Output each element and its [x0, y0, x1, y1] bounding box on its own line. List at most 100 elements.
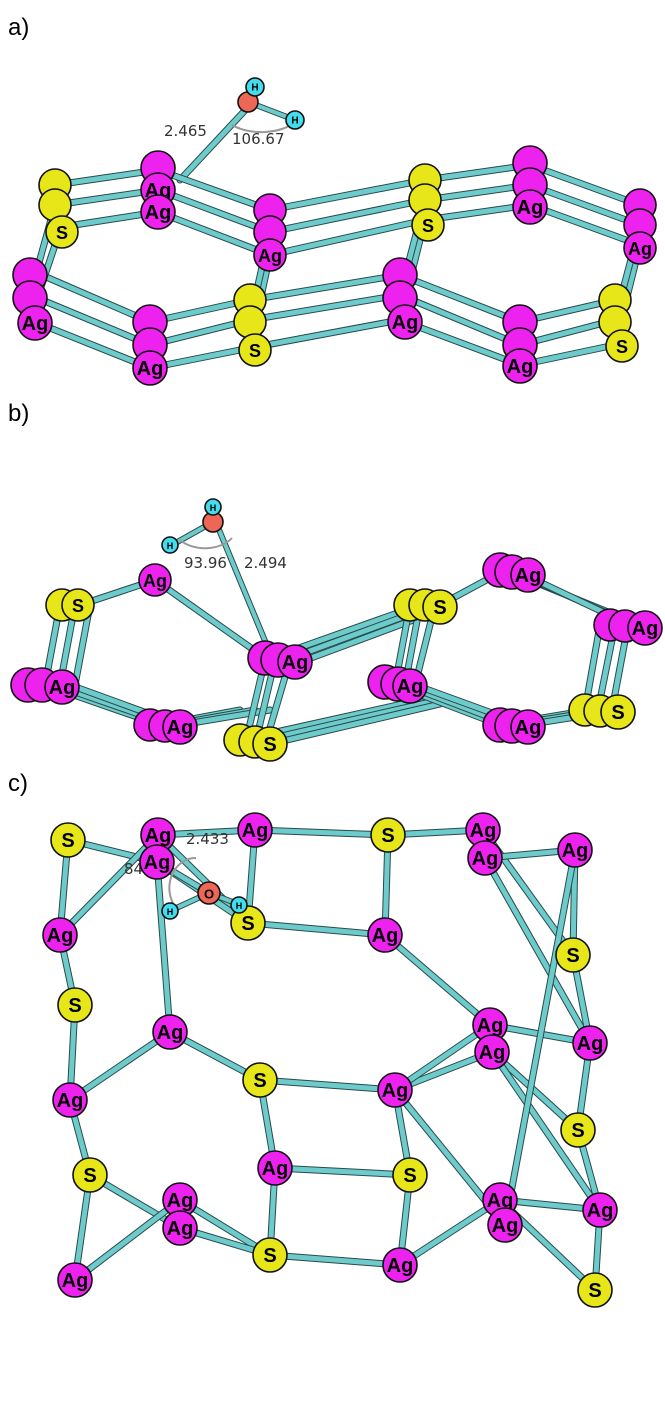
panel-a-bond-17	[27, 292, 153, 348]
panel-c-atom-ag4: Ag	[152, 1014, 188, 1050]
panel-a-bond-7	[267, 177, 428, 213]
panel-b-atom-ag-26-sphere	[510, 709, 546, 745]
panel-c-atom-s2-sphere	[57, 987, 93, 1023]
panel-a-distance-label: 2.465	[164, 122, 207, 140]
panel-b-atom-ag-26-symbol: Ag	[515, 717, 542, 739]
panel-a-bond-13	[527, 162, 643, 208]
panel-b-atom-ag-29: Ag	[627, 610, 663, 646]
panel-b-atom-s-14-symbol: S	[263, 734, 276, 756]
panel-b-water-h-1-sphere	[161, 536, 179, 554]
panel-c-atom-ag18: Ag	[472, 1007, 508, 1043]
panel-b-atom-ag-0: Ag	[138, 563, 172, 597]
panel-c-atom-ag9-symbol: Ag	[242, 820, 269, 842]
panel-b-atom-ag-23-symbol: Ag	[515, 565, 542, 587]
panel-c-water-oxygen: O	[197, 881, 221, 905]
panel-b-water-h-1-symbol: H	[167, 541, 174, 551]
panel-c-atom-ag2-symbol: Ag	[144, 852, 171, 874]
panel-c-atom-ag16-sphere	[557, 832, 593, 868]
panel-c-atom-ag15-sphere	[467, 840, 503, 876]
panel-b-atom-s-14: S	[252, 726, 288, 762]
panel-c-atom-s7-symbol: S	[403, 1165, 416, 1187]
panel-a-bond-9	[267, 217, 428, 258]
panel-c-atom-ag16: Ag	[557, 832, 593, 868]
panel-b-label: b)	[8, 400, 30, 427]
panel-c-atom-ag13-sphere	[382, 1247, 418, 1283]
panel-b-atom-ag-23: Ag	[510, 557, 546, 593]
panel-c-atom-ag18-symbol: Ag	[477, 1015, 504, 1037]
panel-a-water-h-0-sphere	[245, 77, 265, 97]
panel-c-bond-8	[67, 1029, 173, 1103]
panel-c-bond-3	[57, 832, 161, 938]
panel-c-bond-35	[482, 855, 593, 1046]
panel-a-atom-s-35: S	[605, 329, 639, 363]
panel-a-bond-0	[177, 102, 253, 183]
panel-c-bond-20	[382, 932, 493, 1028]
panel-c-bond-19	[245, 920, 388, 938]
panel-a-atom-ag-23-sphere	[132, 350, 168, 386]
panel-b-atom-ag-11-symbol: Ag	[282, 652, 309, 674]
panel-c-atom-ag21-symbol: Ag	[487, 1190, 514, 1212]
panel-b-atom-ag-5: Ag	[44, 669, 80, 705]
panel-b-atom-ag-5-sphere	[44, 669, 80, 705]
panel-a-atom-ag-23-symbol: Ag	[137, 358, 164, 380]
panel-c-water-h-0-sphere	[161, 902, 179, 920]
panel-c-atom-s4: S	[370, 817, 406, 853]
panel-b-distance-label: 2.494	[244, 554, 287, 572]
panel-b-water-h-0-sphere	[204, 498, 222, 516]
panel-a-bond-24	[247, 317, 403, 351]
panel-b-atom-ag-26: Ag	[510, 709, 546, 745]
panel-b-atom-s-17-symbol: S	[433, 597, 446, 619]
panel-b-angle-label: 93.96	[184, 554, 227, 572]
panel-a-atom-ag-20-symbol: Ag	[22, 313, 49, 335]
panel-c-atom-ag11: Ag	[377, 1072, 413, 1108]
panel-a-atom-ag-29-symbol: Ag	[392, 312, 419, 334]
panel-a-bond-15	[527, 202, 643, 248]
panel-a-atom-ag-29: Ag	[387, 304, 423, 340]
panel-c-bond-27	[272, 1165, 413, 1178]
panel-c-atom-ag3-symbol: Ag	[47, 925, 74, 947]
panel-c-bond-41	[489, 1049, 603, 1213]
panel-c-atom-s5-symbol: S	[241, 913, 254, 935]
panel-c-atom-ag10-sphere	[367, 917, 403, 953]
panel-c-atom-ag4-symbol: Ag	[157, 1022, 184, 1044]
panel-b-atom-ag-8-sphere	[162, 709, 198, 745]
panel-c-atom-ag1-symbol: Ag	[145, 825, 172, 847]
panel-a-atom-s-2-sphere	[45, 215, 79, 249]
panel-a-atom-s-11-symbol: S	[422, 216, 434, 236]
panel-b-bond-17	[267, 701, 443, 747]
panel-b-atom-ag-8-symbol: Ag	[167, 717, 194, 739]
panel-a-atom-s-2-symbol: S	[56, 223, 68, 243]
panel-c-atom-ag10: Ag	[367, 917, 403, 953]
panel-b-water-h-0-symbol: H	[210, 503, 217, 513]
panel-a-bond-6	[155, 209, 273, 258]
panel-c-atom-ag20: Ag	[582, 1192, 618, 1228]
panel-c-atom-s7-sphere	[392, 1157, 428, 1193]
panel-c-atom-ag5-sphere	[52, 1082, 88, 1118]
panel-b-atom-s-32: S	[600, 694, 636, 730]
panel-a-atom-ag-20-sphere	[17, 305, 53, 341]
panel-c-atom-ag22-sphere	[487, 1207, 523, 1243]
panel-c-atom-s3: S	[72, 1157, 108, 1193]
panel-c-water-oxygen-sphere	[197, 881, 221, 905]
panel-a-bond-5	[155, 187, 273, 235]
panel-c-atom-ag16-symbol: Ag	[562, 840, 589, 862]
panel-c-atom-ag14-symbol: Ag	[470, 820, 497, 842]
panel-c-bond-21	[257, 1077, 398, 1093]
panel-c-atom-ag9: Ag	[237, 812, 273, 848]
panel-a-atom-s-25-sphere	[233, 305, 267, 339]
panel-b-atom-ag-29-sphere	[627, 610, 663, 646]
panel-c-atom-s9-sphere	[555, 937, 591, 973]
panel-c-bond-46	[502, 847, 578, 1228]
panel-c-atom-ag7-sphere	[162, 1210, 198, 1246]
panel-b-atom-s-32-sphere	[600, 694, 636, 730]
panel-c-atom-ag22-symbol: Ag	[492, 1215, 519, 1237]
panel-a-bond-8	[267, 197, 428, 235]
panel-c-atom-s6-symbol: S	[253, 1070, 266, 1092]
panel-a-atom-ag-17-sphere	[623, 231, 657, 265]
panel-a-atom-ag-17: Ag	[623, 231, 657, 265]
panel-c-atom-s2-symbol: S	[68, 995, 81, 1017]
panel-a-water-h-1: H	[285, 110, 305, 130]
